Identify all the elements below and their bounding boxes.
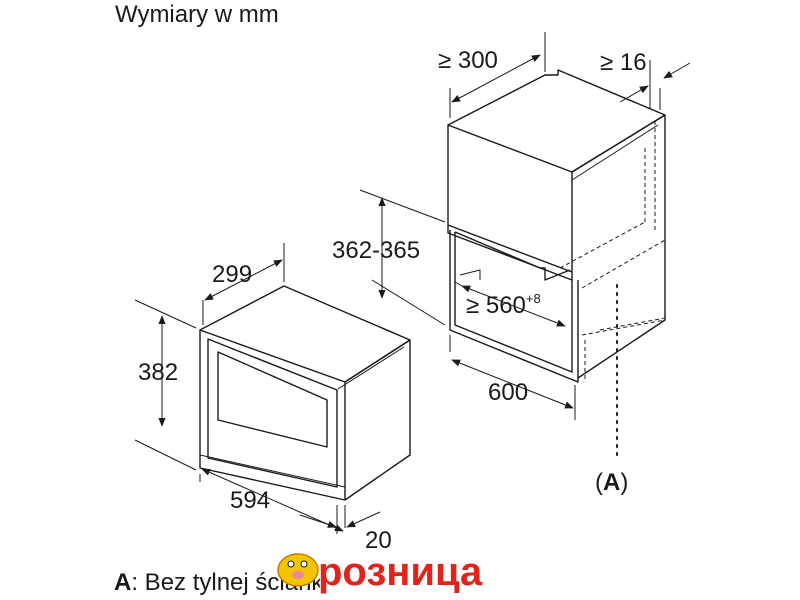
niche-width-dimension-line (461, 285, 566, 327)
side-gap-arrow-right (663, 62, 691, 79)
front-dimension-arrow-right (346, 511, 381, 528)
side-gap-label: ≥ 16 (600, 49, 647, 76)
niche-width-tick (454, 281, 463, 287)
oven-width-label: 594 (230, 487, 270, 514)
oven-front-label: 20 (365, 527, 392, 554)
diagram-title: Wymiary w mm (115, 1, 279, 28)
oven-depth-label: 299 (212, 261, 252, 288)
niche-depth-dimension-line (451, 54, 541, 103)
niche-depth-label: ≥ 300 (438, 47, 498, 74)
niche-height-label: 362-365 (332, 237, 420, 264)
marker-a: (A) (595, 469, 628, 496)
oven-height-label: 382 (138, 359, 178, 386)
oven-drawing (134, 243, 411, 534)
watermark-logo: розница (277, 549, 484, 595)
width-dimension-line (201, 468, 344, 532)
cabinet-width-dimension-line (451, 359, 574, 409)
watermark-text: розница (318, 550, 483, 594)
mascot-icon (277, 553, 319, 587)
front-dimension-arrow-left (299, 514, 337, 528)
side-gap-arrow-left (619, 85, 649, 103)
depth-dimension-line (204, 259, 283, 301)
cabinet-width-label: 600 (488, 379, 528, 406)
niche-width-label: ≥ 560+8 (466, 291, 541, 319)
cabinet-drawing (359, 32, 666, 420)
